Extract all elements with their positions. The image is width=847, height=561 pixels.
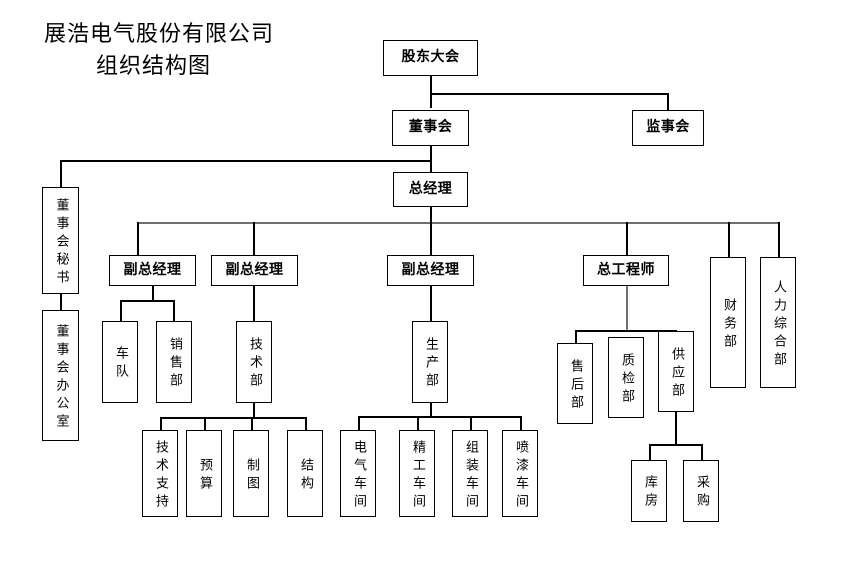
- connector-production-down: [430, 403, 432, 417]
- node-label: 监事会: [646, 119, 690, 136]
- node-machining-workshop[interactable]: 精工车间: [399, 430, 435, 517]
- connector-supply-down: [675, 412, 677, 445]
- connector-gm-to-finance: [728, 222, 730, 257]
- connector-technology-to-support: [160, 417, 162, 431]
- node-board-secretary[interactable]: 董事会秘书: [42, 187, 79, 294]
- connector-technology-to-drafting: [251, 417, 253, 431]
- node-fleet[interactable]: 车队: [102, 321, 138, 403]
- node-budget[interactable]: 预算: [186, 430, 222, 517]
- connector-gm-to-dgm2: [253, 222, 255, 255]
- node-label: 副总经理: [123, 261, 182, 278]
- node-label: 技术部: [247, 337, 263, 391]
- node-label: 采购: [694, 475, 710, 511]
- connector-chief-engineer-bar: [575, 330, 677, 332]
- node-label: 董事会办公室: [53, 323, 69, 432]
- connector-supply-to-purchasing: [701, 444, 703, 461]
- node-deputy-general-manager-3[interactable]: 副总经理: [387, 255, 474, 286]
- node-label: 电气车间: [351, 439, 367, 512]
- node-board-of-directors[interactable]: 董事会: [392, 110, 469, 146]
- node-label: 技术支持: [153, 439, 169, 512]
- connector-shareholders-down: [430, 75, 432, 108]
- node-label: 结构: [298, 457, 314, 494]
- connector-technology-down: [253, 403, 255, 418]
- node-warehouse[interactable]: 库房: [631, 460, 667, 522]
- node-label: 质检部: [619, 352, 635, 407]
- connector-dgm1-to-sales: [173, 300, 175, 321]
- node-technology-department[interactable]: 技术部: [236, 321, 272, 403]
- connector-board-secretary-to-office: [60, 293, 62, 311]
- node-label: 总工程师: [597, 261, 655, 278]
- node-label: 精工车间: [410, 439, 426, 512]
- node-label: 董事会秘书: [53, 197, 69, 288]
- connector-shareholders-bar: [430, 93, 669, 95]
- node-label: 生产部: [423, 337, 439, 391]
- node-label: 车队: [113, 346, 129, 382]
- node-deputy-general-manager-1[interactable]: 副总经理: [109, 255, 196, 286]
- node-general-manager[interactable]: 总经理: [393, 172, 468, 207]
- node-purchasing[interactable]: 采购: [683, 460, 719, 522]
- node-technical-support[interactable]: 技术支持: [142, 430, 178, 517]
- connector-production-to-paint: [520, 416, 522, 431]
- node-after-sales-department[interactable]: 售后部: [557, 343, 593, 424]
- node-board-of-supervisors[interactable]: 监事会: [632, 110, 704, 146]
- connector-production-bar: [358, 416, 522, 418]
- connector-board-left-bar: [60, 160, 432, 162]
- node-supply-department[interactable]: 供应部: [658, 331, 694, 412]
- connector-production-to-electrical: [358, 416, 360, 431]
- connector-production-to-assembly: [470, 416, 472, 431]
- node-label: 供应部: [669, 346, 685, 401]
- node-deputy-general-manager-2[interactable]: 副总经理: [211, 255, 298, 286]
- node-label: 制图: [244, 457, 260, 494]
- node-label: 售后部: [568, 358, 584, 413]
- connector-dgm1-to-fleet: [120, 300, 122, 321]
- connector-technology-bar: [160, 417, 306, 419]
- node-label: 预算: [197, 457, 213, 494]
- connector-technology-to-budget: [204, 417, 206, 431]
- connector-supply-bar: [649, 444, 703, 446]
- connector-chief-engineer-down: [626, 285, 628, 331]
- node-label: 副总经理: [401, 261, 460, 278]
- node-shareholders-meeting[interactable]: 股东大会: [383, 40, 478, 76]
- node-assembly-workshop[interactable]: 组装车间: [452, 430, 488, 517]
- node-structure[interactable]: 结构: [287, 430, 323, 517]
- connector-ce-to-after-sales: [575, 330, 577, 343]
- node-board-office[interactable]: 董事会办公室: [42, 310, 79, 441]
- connector-technology-to-structure: [305, 417, 307, 431]
- connector-dgm2-to-technology: [253, 285, 255, 321]
- node-electrical-workshop[interactable]: 电气车间: [340, 430, 376, 517]
- node-label: 财务部: [721, 297, 737, 352]
- node-finance-department[interactable]: 财务部: [710, 257, 746, 388]
- connector-gm-to-chief-engineer: [626, 222, 628, 255]
- connector-board-secretary-down: [60, 160, 62, 188]
- chart-title-line-1: 展浩电气股份有限公司: [44, 22, 275, 47]
- node-hr-general-affairs-department[interactable]: 人力综合部: [760, 257, 796, 388]
- connector-production-to-machining: [417, 416, 419, 431]
- node-label: 副总经理: [225, 261, 284, 278]
- connector-dgm1-down: [152, 285, 154, 301]
- node-label: 股东大会: [401, 49, 460, 66]
- node-label: 库房: [642, 475, 658, 511]
- connector-supply-to-warehouse: [649, 444, 651, 461]
- connector-supervisors-down: [667, 93, 669, 110]
- node-chief-engineer[interactable]: 总工程师: [583, 255, 669, 286]
- node-sales-department[interactable]: 销售部: [156, 321, 192, 403]
- node-production-department[interactable]: 生产部: [412, 321, 448, 403]
- connector-gm-bus: [137, 222, 779, 224]
- node-paint-workshop[interactable]: 喷漆车间: [502, 430, 538, 517]
- node-label: 董事会: [408, 119, 453, 136]
- connector-dgm3-to-production: [430, 285, 432, 321]
- chart-title-line-2: 组织结构图: [96, 54, 212, 79]
- connector-dgm1-bar: [120, 300, 175, 302]
- node-label: 喷漆车间: [513, 439, 529, 512]
- node-label: 人力综合部: [771, 279, 787, 370]
- node-quality-inspection-department[interactable]: 质检部: [608, 337, 644, 418]
- connector-gm-to-hr: [778, 222, 780, 257]
- connector-gm-to-dgm3: [430, 222, 432, 255]
- node-label: 总经理: [408, 180, 453, 197]
- node-label: 组装车间: [463, 439, 479, 512]
- connector-gm-to-dgm1: [137, 222, 139, 255]
- node-drafting[interactable]: 制图: [233, 430, 269, 517]
- node-label: 销售部: [167, 337, 183, 391]
